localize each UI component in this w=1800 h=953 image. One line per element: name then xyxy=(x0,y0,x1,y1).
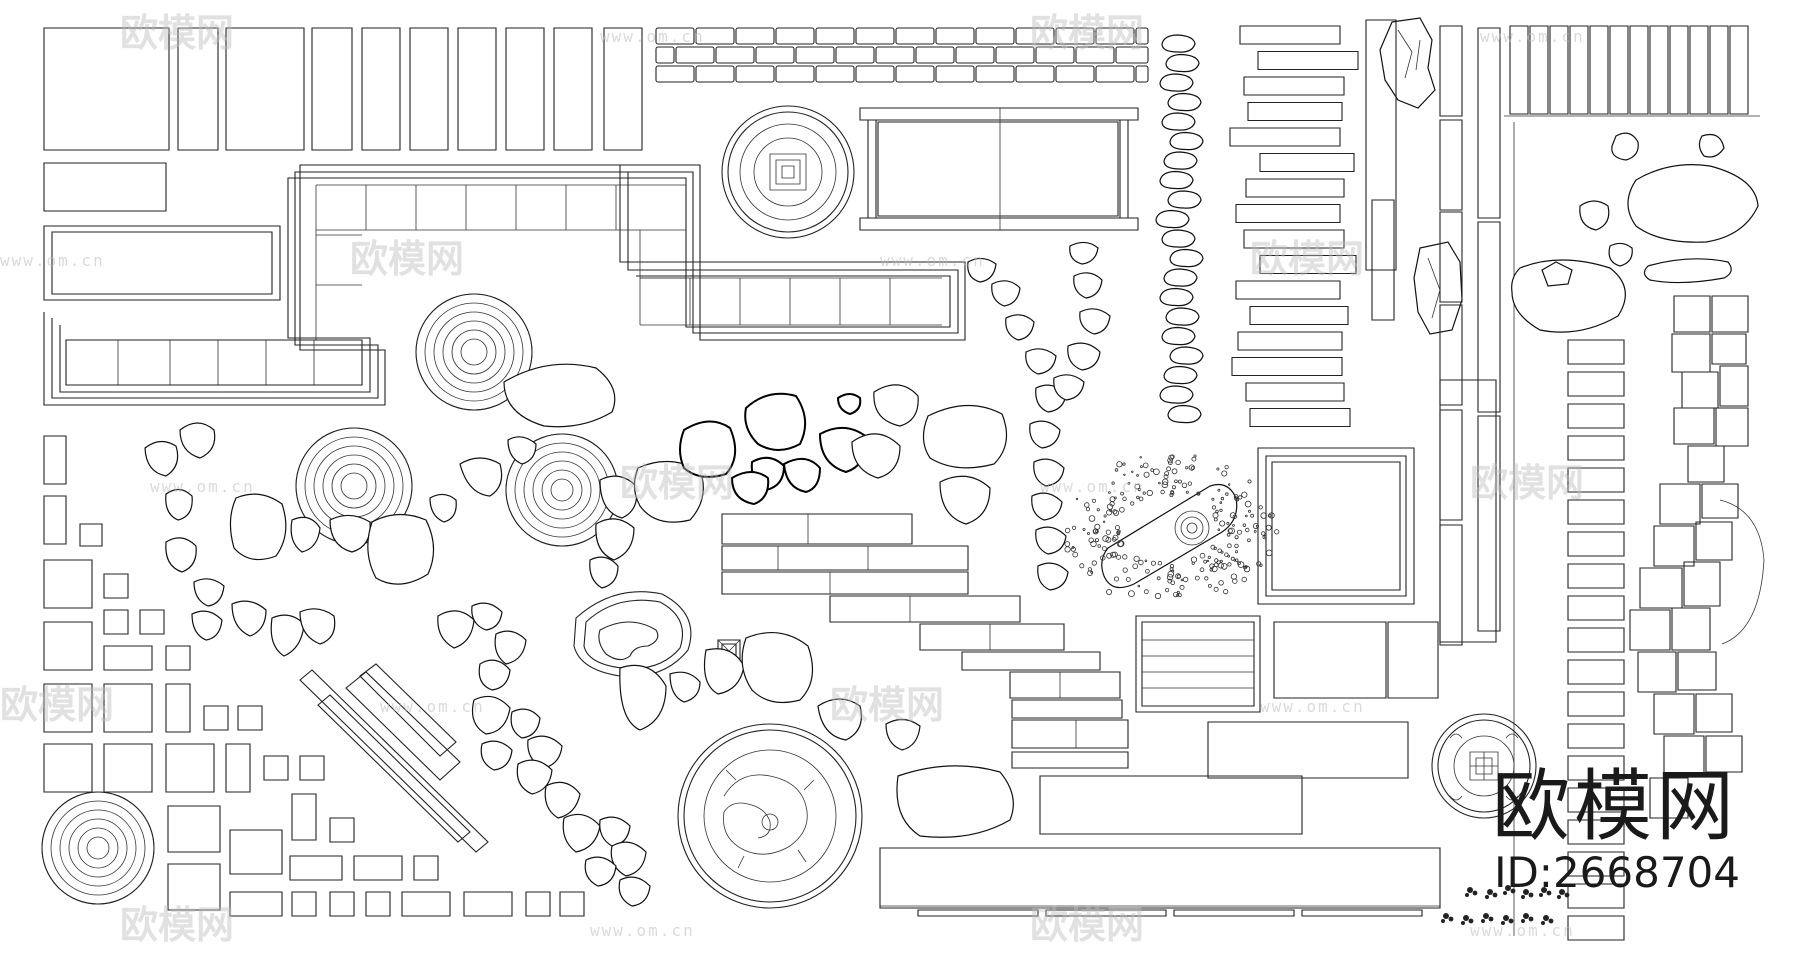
watermark-url-text: www.om.cn xyxy=(1480,27,1585,46)
watermark-url-text: www.om.cn xyxy=(590,921,695,940)
small-tiles-lower-left xyxy=(44,436,584,916)
rock-cluster-left xyxy=(145,364,703,656)
smooth-pebbles-center xyxy=(852,242,1110,590)
round-medallion-bottom xyxy=(1432,714,1536,818)
watermark-url-text: www.om.cn xyxy=(1040,477,1145,496)
stepped-planter-border xyxy=(44,165,965,405)
watermark-url-text: www.om.cn xyxy=(0,251,105,270)
brand-logo-text: 欧模网 xyxy=(1491,762,1738,852)
watermark-brand-text: 欧模网 xyxy=(620,461,734,505)
brick-column-right xyxy=(1630,296,1748,818)
staggered-slats xyxy=(1230,26,1358,427)
paving-slabs-top-left xyxy=(44,28,642,211)
pebble-trail-lower xyxy=(438,603,1014,906)
watermark-brand-text: 欧模网 xyxy=(1030,11,1144,55)
watermark-brand-text: 欧模网 xyxy=(120,903,234,947)
watermark-brand-text: 欧模网 xyxy=(1250,237,1364,281)
watermark-url-text: www.om.cn xyxy=(1260,697,1365,716)
watermark-brand-text: 欧模网 xyxy=(830,683,944,727)
pergola-frame xyxy=(860,108,1138,230)
square-planters xyxy=(880,380,1496,916)
round-medallion-top xyxy=(722,106,854,238)
brick-wall-top xyxy=(656,28,1148,82)
tile-column-right xyxy=(1568,340,1624,940)
plant-dots xyxy=(1441,885,1570,925)
watermark-brand-text: 欧模网 xyxy=(0,683,114,727)
watermark-url-text: www.om.cn xyxy=(1470,921,1575,940)
rounded-stones-right xyxy=(1512,133,1764,644)
watermark-url-text: www.om.cn xyxy=(150,477,255,496)
watermark-brand-text: 欧模网 xyxy=(1470,461,1584,505)
watermark-brand-text: 欧模网 xyxy=(350,237,464,281)
pond-shape xyxy=(574,592,691,677)
watermark-url-text: www.om.cn xyxy=(380,697,485,716)
model-id-label: ID:2668704 xyxy=(1494,848,1740,897)
concentric-ring-stones xyxy=(42,294,618,904)
watermark-url-text: www.om.cn xyxy=(880,251,985,270)
boulders-top-right xyxy=(1380,18,1462,334)
watermark-url-text: www.om.cn xyxy=(600,27,705,46)
diagonal-slabs xyxy=(300,664,488,852)
watermark-brand-text: 欧模网 xyxy=(1030,903,1144,947)
slab-stair-center xyxy=(722,514,1128,768)
dragon-medallion xyxy=(678,724,862,908)
watermark-brand-text: 欧模网 xyxy=(120,11,234,55)
gravel-stone-center xyxy=(1065,455,1279,599)
stepping-stones-vertical xyxy=(1156,35,1203,423)
